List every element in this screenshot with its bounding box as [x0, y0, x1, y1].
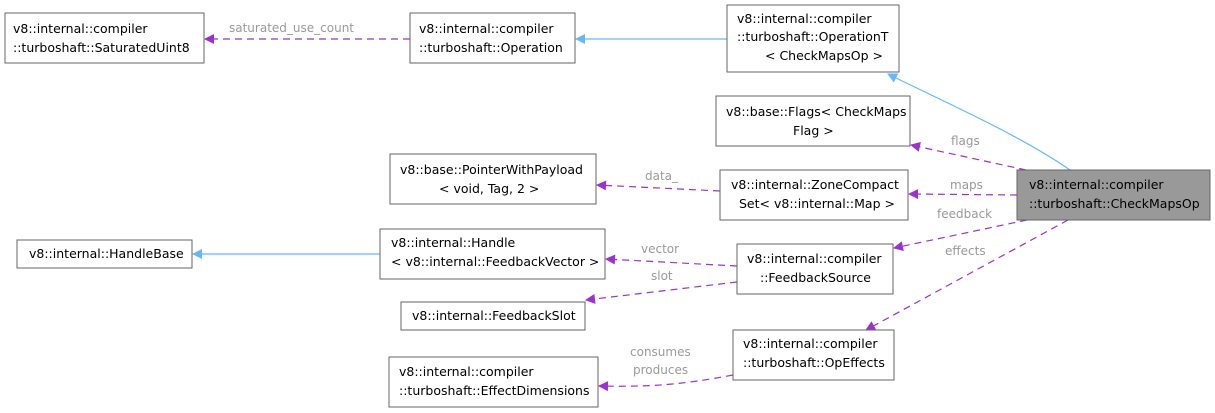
node-label-line-2: ::FeedbackSource — [760, 270, 871, 285]
node-box — [388, 356, 599, 408]
node-label-line-2: < void, Tag, 2 > — [439, 181, 539, 196]
node-box — [1016, 169, 1211, 221]
node-label-line-2: ::turboshaft::CheckMapsOp — [1029, 196, 1200, 211]
node-box — [732, 329, 895, 381]
node-feedback-source[interactable]: v8::internal::compiler ::FeedbackSource — [736, 243, 894, 295]
node-operation[interactable]: v8::internal::compiler ::turboshaft::Ope… — [409, 12, 576, 64]
node-operation-t-checkmapsop[interactable]: v8::internal::compiler ::turboshaft::Ope… — [726, 4, 900, 73]
edge-label-maps: maps — [950, 178, 983, 192]
node-label-line-1: v8::internal::ZoneCompact — [731, 177, 899, 192]
node-label-line-1: v8::internal::Handle — [391, 235, 516, 250]
edge-label-vector: vector — [641, 242, 679, 256]
edge-opeffects-to-effectdims — [598, 374, 734, 392]
node-label-line-1: v8::internal::FeedbackSlot — [412, 308, 576, 323]
node-feedback-slot[interactable]: v8::internal::FeedbackSlot — [400, 301, 586, 331]
node-label-line-1: v8::internal::compiler — [1029, 177, 1164, 192]
edge-label-feedback: feedback — [937, 207, 992, 221]
edge-checkmaps-to-flags — [910, 142, 1027, 171]
edge-checkmaps-to-operationT — [887, 73, 1071, 171]
node-pointer-with-payload[interactable]: v8::base::PointerWithPayload < void, Tag… — [389, 153, 597, 205]
node-box — [409, 12, 576, 64]
node-label-line-1: v8::base::Flags< CheckMaps — [726, 104, 907, 119]
edge-zone-to-pointer — [596, 180, 721, 192]
node-checkmapsop-focus[interactable]: v8::internal::compiler ::turboshaft::Che… — [1016, 169, 1211, 221]
node-box — [4, 12, 205, 64]
node-label-line-2: Set< v8::internal::Map > — [739, 196, 895, 211]
edge-label-produces: produces — [633, 363, 688, 377]
node-box — [379, 228, 606, 280]
node-label-line-2: ::turboshaft::EffectDimensions — [399, 383, 590, 398]
node-flags[interactable]: v8::base::Flags< CheckMaps Flag > — [715, 95, 911, 147]
edge-label-slot: slot — [651, 269, 673, 283]
node-label-line-1: v8::base::PointerWithPayload — [400, 162, 583, 177]
edge-label-flags: flags — [951, 134, 980, 148]
edge-feedbacksource-to-feedbackslot — [585, 281, 738, 304]
node-saturated-uint8[interactable]: v8::internal::compiler ::turboshaft::Sat… — [4, 12, 205, 64]
node-label-line-2: ::turboshaft::OperationT — [737, 29, 889, 44]
node-label-line-1: v8::internal::HandleBase — [29, 246, 184, 261]
node-zone-compact-set[interactable]: v8::internal::ZoneCompact Set< v8::inter… — [719, 169, 909, 221]
node-box — [736, 243, 894, 295]
node-label-line-1: v8::internal::compiler — [743, 336, 878, 351]
edge-labels: saturated_use_count flags data_ maps fee… — [229, 21, 992, 377]
node-label-line-2: ::turboshaft::Operation — [419, 40, 563, 55]
node-op-effects[interactable]: v8::internal::compiler ::turboshaft::OpE… — [732, 329, 895, 381]
node-box — [389, 153, 597, 205]
edge-label-saturated-use-count: saturated_use_count — [229, 21, 354, 35]
edge-checkmaps-to-zone — [908, 189, 1018, 200]
node-handle-base[interactable]: v8::internal::HandleBase — [16, 239, 193, 269]
node-label-line-1: v8::internal::compiler — [419, 21, 554, 36]
node-label-line-2: ::turboshaft::OpEffects — [743, 355, 885, 370]
edge-label-consumes: consumes — [630, 345, 691, 359]
node-box — [719, 169, 909, 221]
node-effect-dimensions[interactable]: v8::internal::compiler ::turboshaft::Eff… — [388, 356, 599, 408]
node-label-line-2: < v8::internal::FeedbackVector > — [391, 254, 599, 269]
node-label-line-2: ::turboshaft::SaturatedUint8 — [13, 40, 190, 55]
node-label-line-1: v8::internal::compiler — [399, 364, 534, 379]
node-label-line-1: v8::internal::compiler — [737, 11, 872, 26]
node-label-line-1: v8::internal::compiler — [13, 21, 148, 36]
node-box — [715, 95, 911, 147]
edge-label-effects: effects — [945, 244, 986, 258]
node-handle-feedback-vector[interactable]: v8::internal::Handle < v8::internal::Fee… — [379, 228, 606, 280]
edge-checkmaps-to-feedbacksource — [893, 219, 1028, 252]
node-box — [16, 239, 193, 269]
node-box — [726, 4, 900, 73]
node-label-line-3: < CheckMapsOp > — [765, 48, 883, 63]
edge-checkmaps-to-opeffects — [865, 219, 1069, 331]
node-label-line-1: v8::internal::compiler — [747, 251, 882, 266]
edges — [192, 34, 1071, 392]
node-label-line-2: Flag > — [793, 123, 834, 138]
edge-label-data: data_ — [645, 169, 679, 183]
edge-feedbacksource-to-handle — [605, 254, 738, 267]
node-box — [400, 301, 586, 331]
